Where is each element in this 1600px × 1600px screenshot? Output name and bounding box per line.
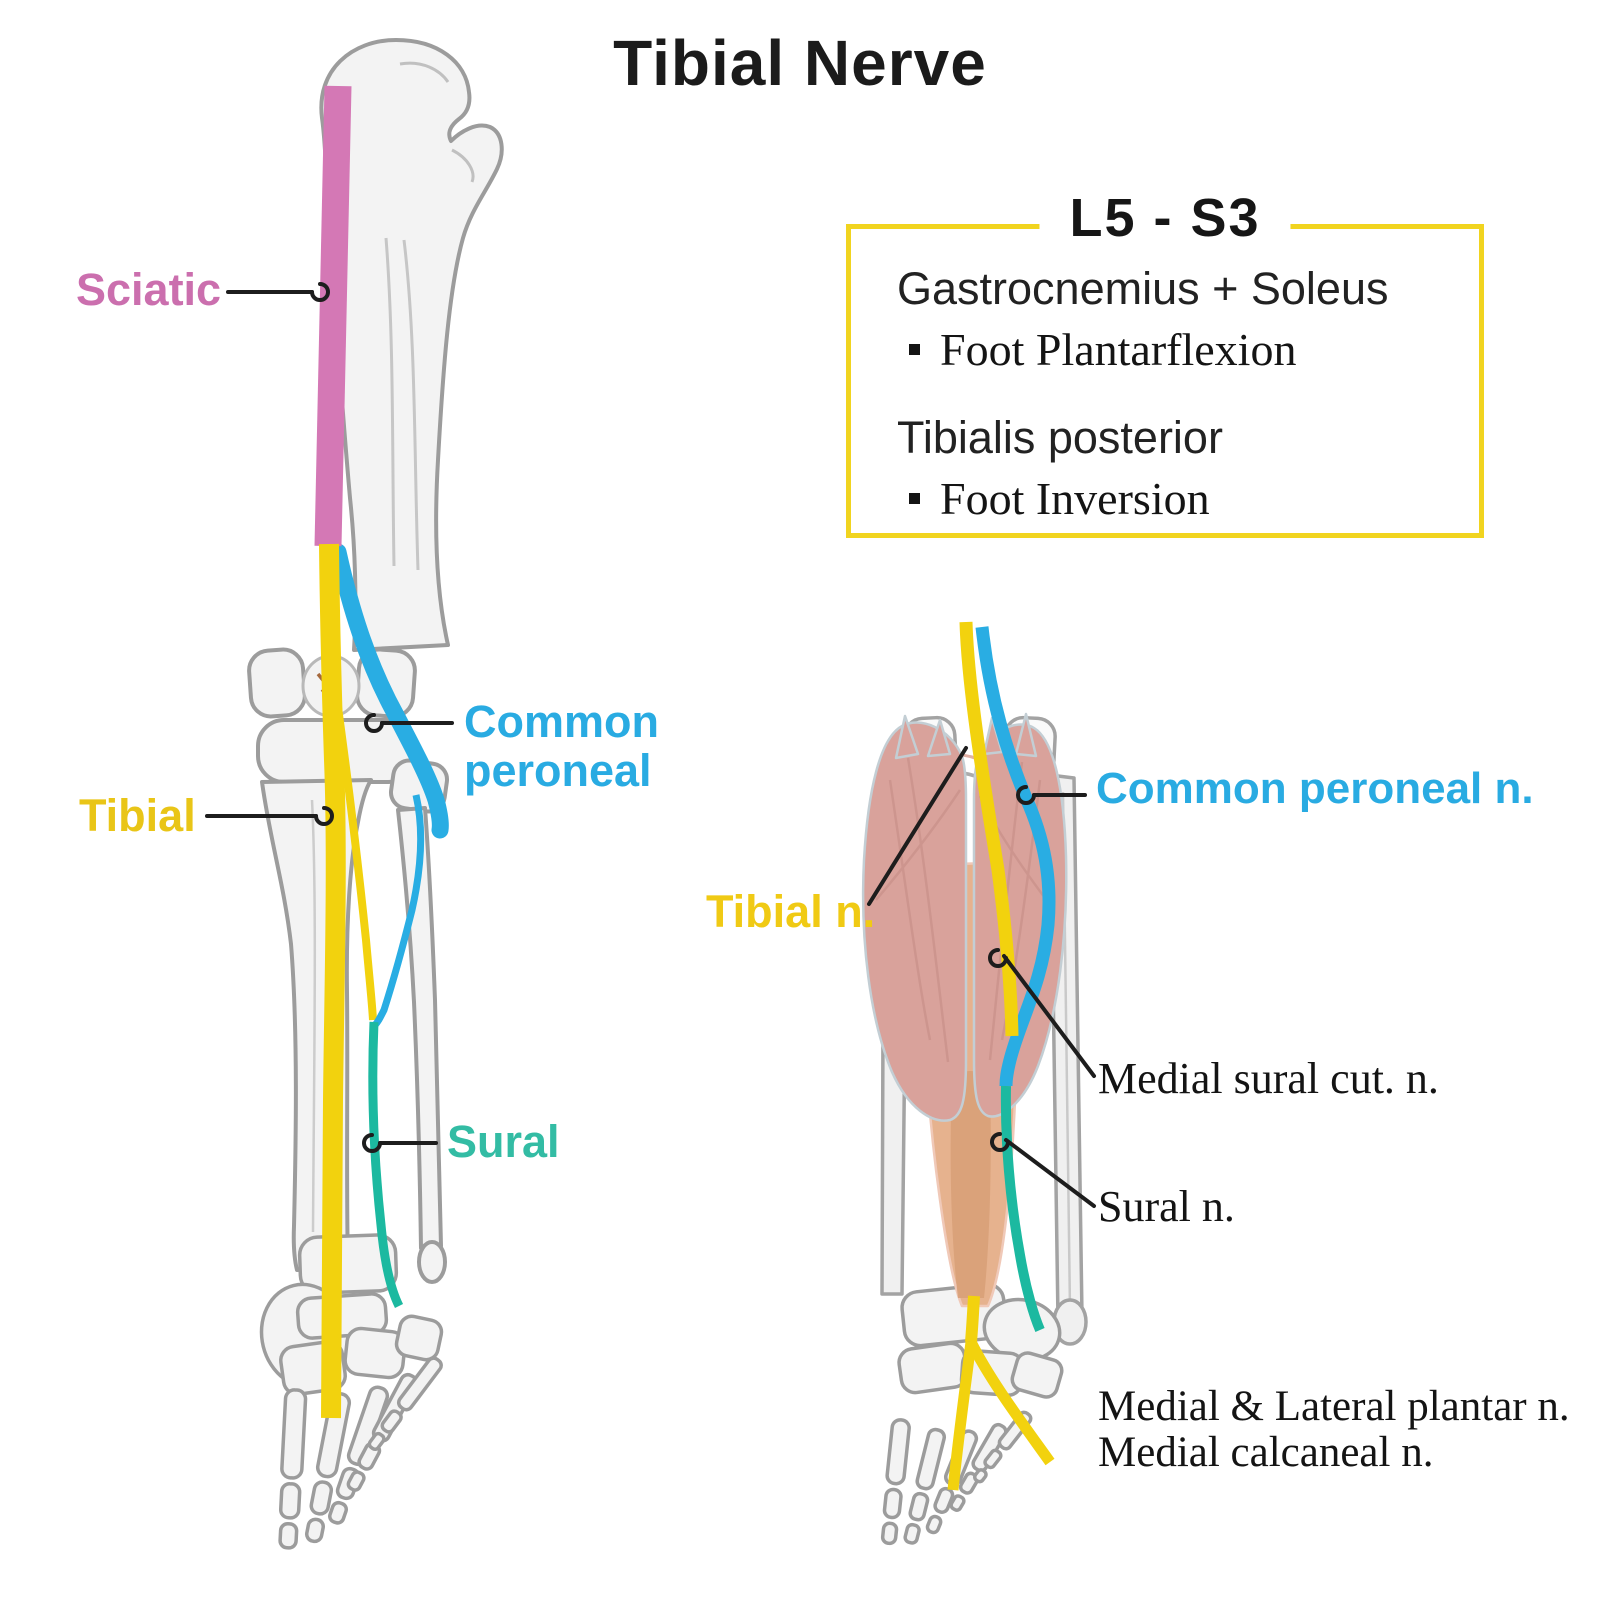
right-tibial-upper-path [959,621,1019,1037]
leader-hook [1016,785,1036,805]
left-leg-figure [247,38,504,1550]
nerve-roots-header: L5 - S3 [1039,187,1291,249]
sciatic-label: Sciatic [76,264,222,315]
sciatic-nerve-path [314,85,352,547]
leader-hook [988,948,1008,968]
muscle-entry: Tibialis posterior [897,412,1223,463]
gastrocnemius-lateral-head [972,723,1068,1118]
right-sural-path [1000,1085,1045,1332]
medial-sural-cut-n-label: Medial sural cut. n. [1098,1054,1439,1103]
tibial-n-label: Tibial n. [706,886,876,937]
right-common-peroneal-path [975,626,1056,1087]
common-peroneal-label-line2: peroneal [464,744,652,796]
nerve-roots-info-box: L5 - S3 Gastrocnemius + Soleus Foot Plan… [846,187,1484,538]
leader-hook [364,713,384,733]
muscle-action-text: Foot Plantarflexion [940,324,1297,375]
bullet-icon [909,493,920,504]
sural-n-leader [1004,1138,1096,1208]
tibial-sural-branch-path [333,699,377,1021]
femur-head-detail [399,61,475,183]
plantar-nerves-line2: Medial calcaneal n. [1098,1429,1434,1477]
left-foot-bones [259,1233,444,1550]
muscle-action: Foot Plantarflexion [909,323,1459,376]
muscle-action: Foot Inversion [909,472,1459,525]
tibia-ridge [310,799,317,1233]
tibial-label: Tibial [79,790,196,841]
muscle-entry: Gastrocnemius + Soleus [897,263,1389,314]
leader-lines [205,282,1096,1208]
peroneal-communicating-branch-path [372,794,425,1028]
leader-hook [990,1132,1010,1152]
muscle-action-text: Foot Inversion [940,473,1210,524]
achilles-tendon [950,1071,991,1298]
tibial-nerve-path [319,543,346,1419]
medial-plantar-branch-path [947,1341,977,1491]
leader-hook [310,282,330,302]
lateral-condyle [247,647,307,719]
lateral-malleolus [417,1240,447,1284]
right-calf-figure [861,621,1088,1546]
common-peroneal-label: Common peroneal [464,696,659,796]
tibial-n-leader [867,746,968,906]
bullet-icon [909,344,920,355]
calf-muscles [861,712,1068,1308]
leader-hook [362,1133,382,1153]
sural-nerve-path [368,1021,404,1309]
gastrocnemius-medial-head [861,721,968,1122]
plantar-nerves-label: Medial & Lateral plantar n. Medial calca… [1098,1383,1570,1477]
common-peroneal-n-label: Common peroneal n. [1096,764,1534,813]
plantar-nerves-line1: Medial & Lateral plantar n. [1098,1383,1570,1430]
right-tibial-ankle-path [965,1295,980,1343]
sural-n-label: Sural n. [1098,1182,1235,1231]
medial-sural-leader [1002,954,1096,1078]
sural-label: Sural [447,1116,560,1167]
leader-hook [314,806,334,826]
page-title: Tibial Nerve [613,27,987,99]
muscle-origin-tips [894,712,1038,760]
common-peroneal-nerve-path [329,543,449,839]
lateral-plantar-branch-path [966,1339,1055,1466]
femur-detail [384,237,420,571]
common-peroneal-label-line1: Common [464,696,659,747]
